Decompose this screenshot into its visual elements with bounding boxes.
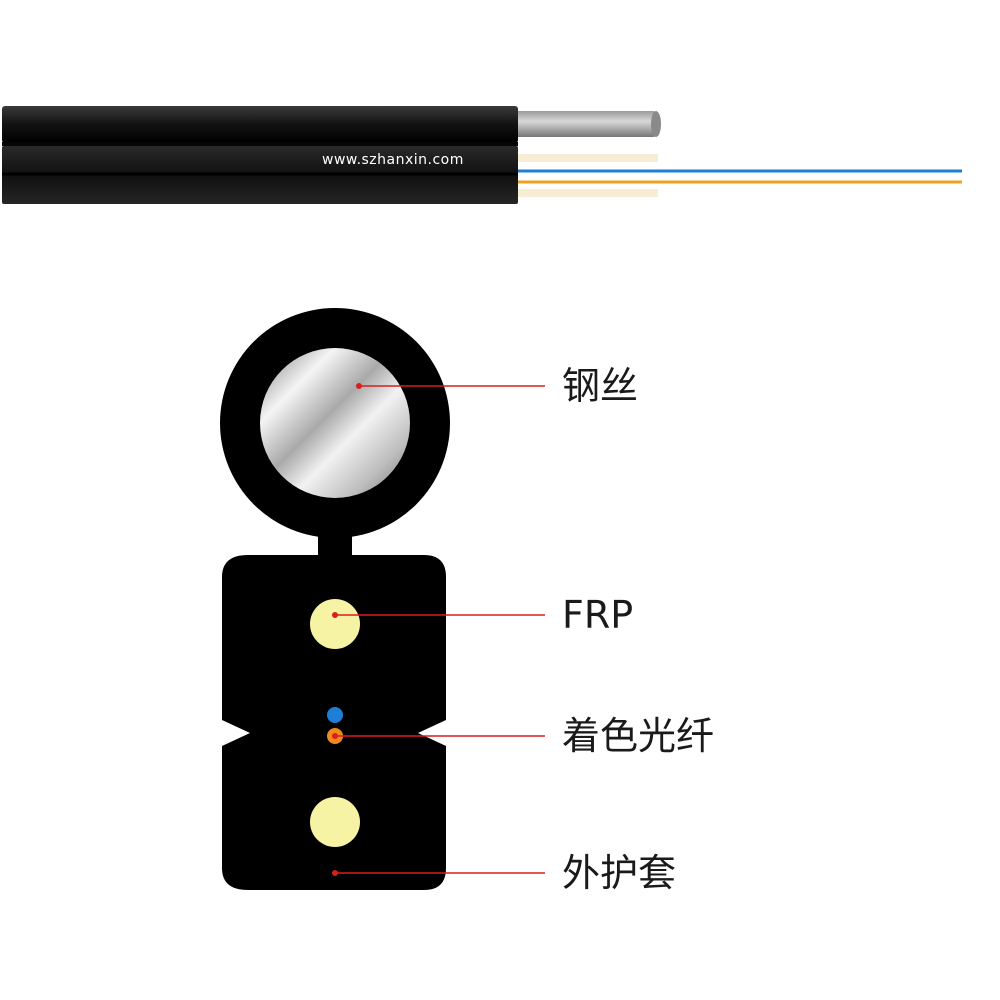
- label-outer-sheath: 外护套: [562, 851, 677, 895]
- steel-wire-core: [260, 348, 410, 498]
- cable-cross-section: [220, 308, 545, 890]
- label-steel-wire: 钢丝: [562, 364, 639, 408]
- leader-dot-frp: [332, 612, 338, 618]
- side-steel-wire-end: [651, 111, 661, 137]
- side-messenger-jacket: [2, 106, 518, 143]
- leader-dot-steel-wire: [356, 383, 362, 389]
- website-watermark: www.szhanxin.com: [322, 152, 464, 168]
- label-frp: FRP: [562, 593, 634, 637]
- cable-side-view: [2, 106, 962, 204]
- frp-rod-bottom: [310, 797, 360, 847]
- side-frp-rod-bottom: [518, 189, 658, 197]
- leader-lines: [335, 385, 545, 874]
- side-frp-rod-top: [518, 154, 658, 162]
- fiber-blue: [327, 707, 343, 723]
- leader-dot-colored-fiber: [332, 733, 338, 739]
- label-colored-fiber: 着色光纤: [562, 714, 715, 758]
- side-steel-wire: [510, 111, 658, 137]
- leader-dot-outer-sheath: [332, 870, 338, 876]
- frp-rod-top: [310, 599, 360, 649]
- side-neck: [2, 142, 518, 146]
